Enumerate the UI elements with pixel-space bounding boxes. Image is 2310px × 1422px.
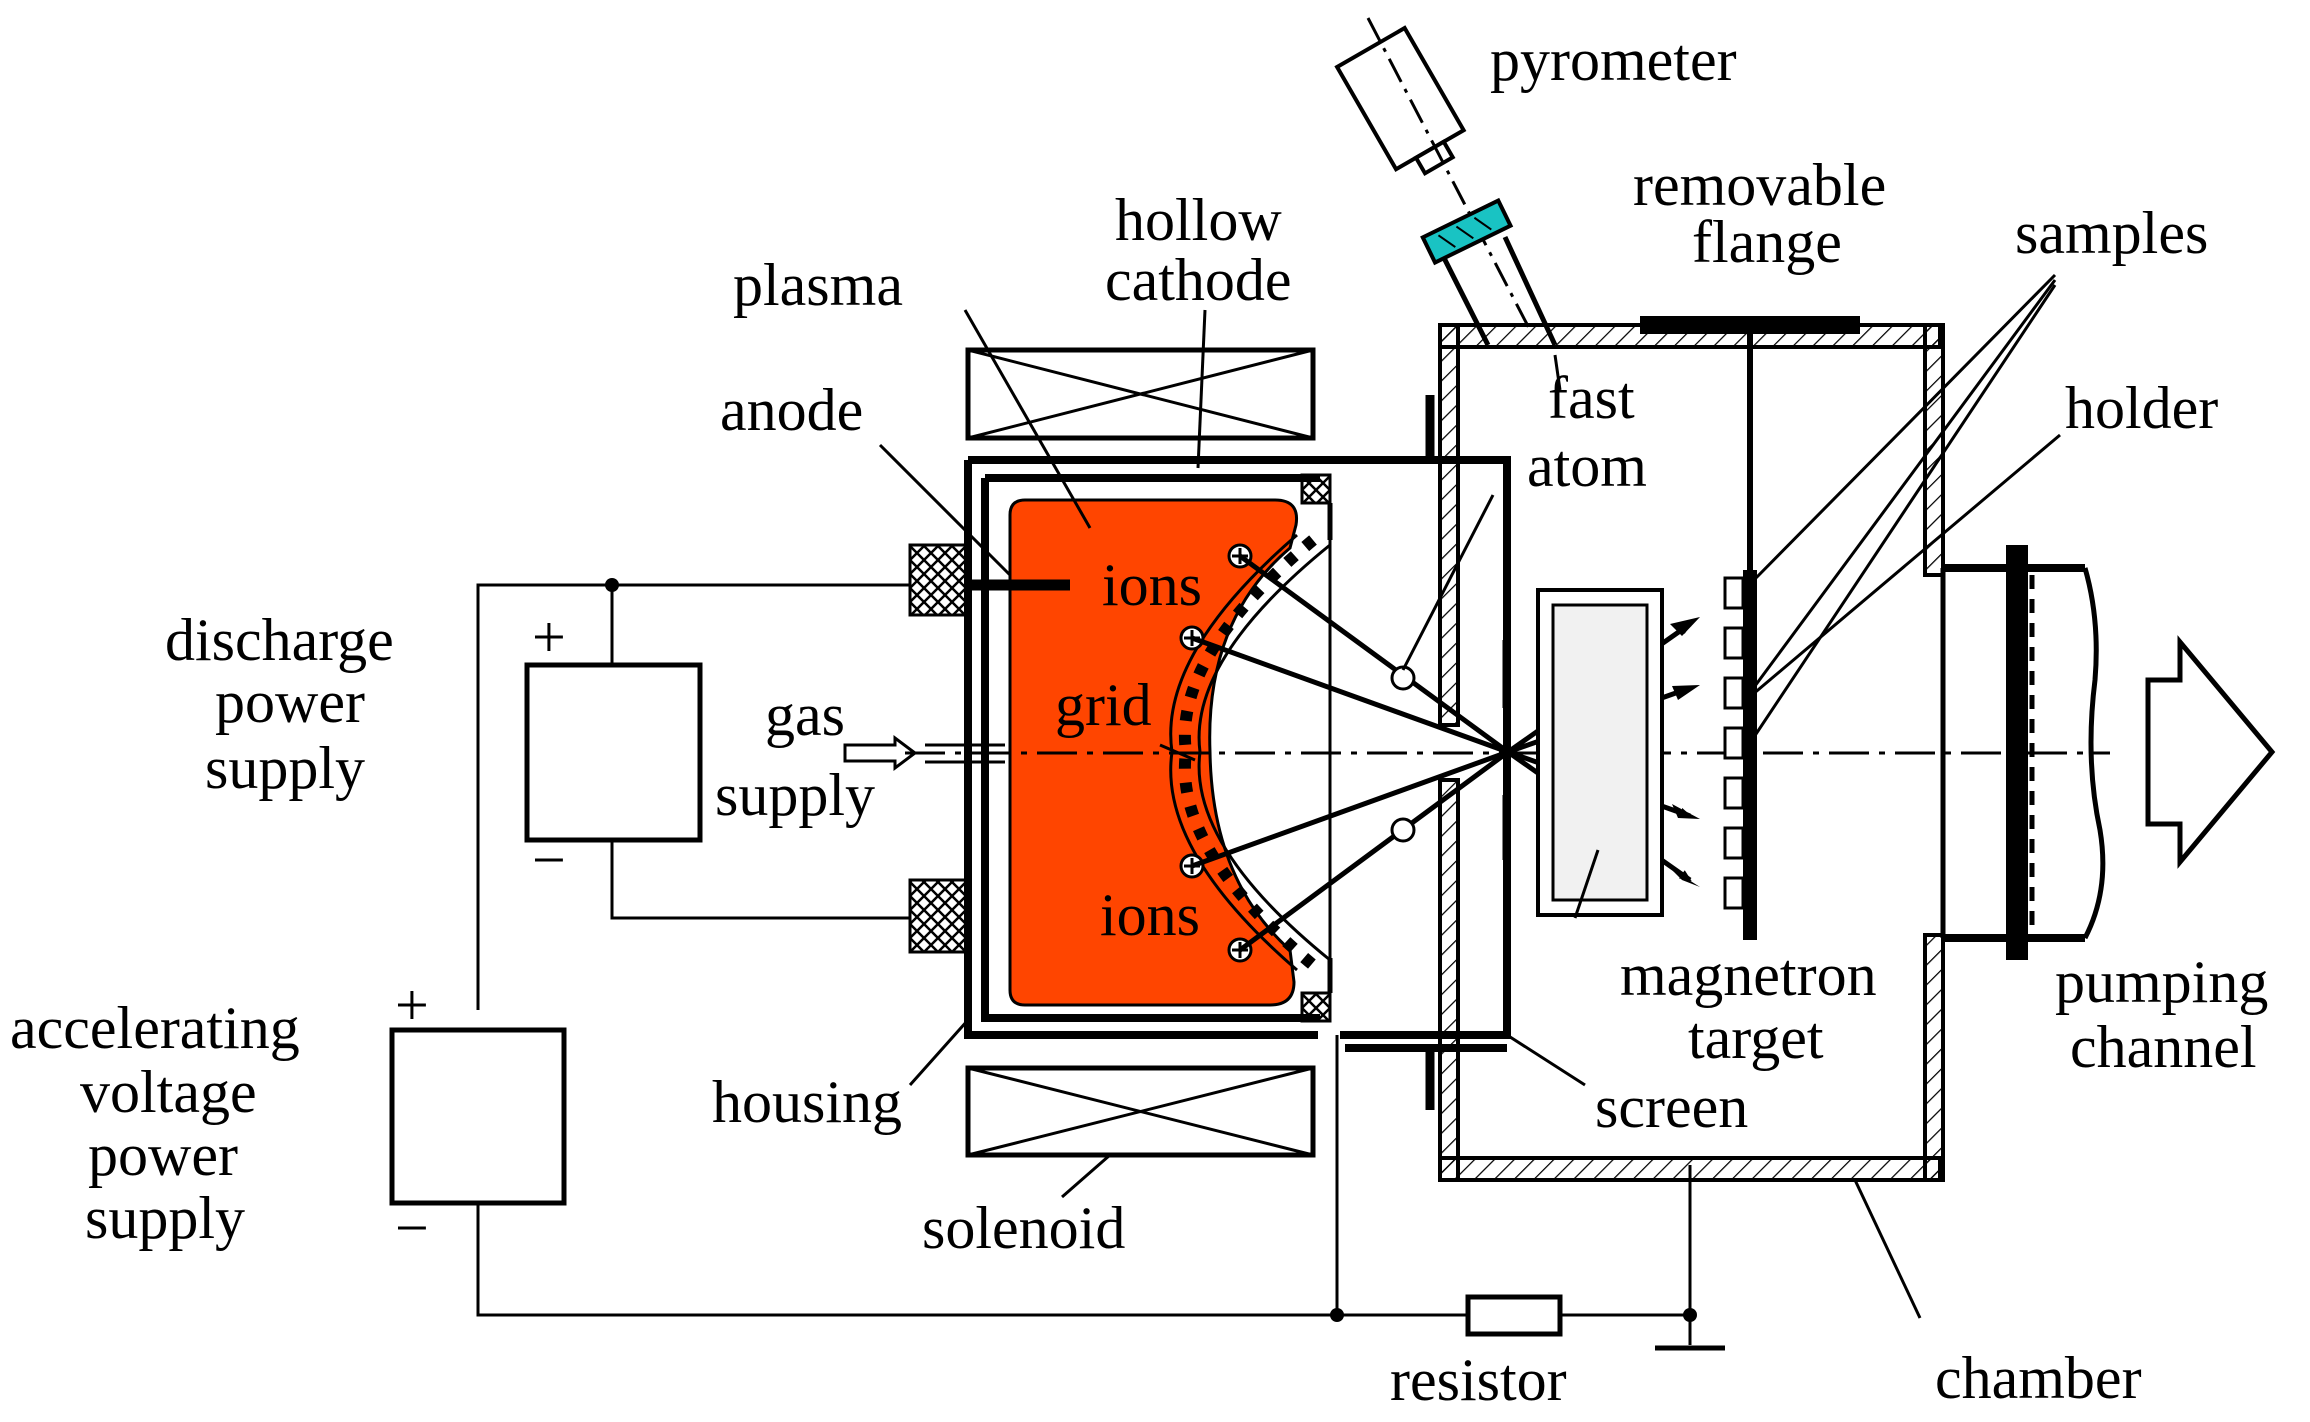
label-samples: samples — [2015, 200, 2208, 266]
label-solenoid: solenoid — [922, 1195, 1125, 1261]
gas-supply-tube — [843, 735, 1005, 771]
label-plus-discharge: + — [532, 604, 566, 670]
label-pyrometer: pyrometer — [1490, 27, 1737, 93]
label-gas-supply: supply — [715, 762, 875, 828]
label-plasma: plasma — [733, 252, 903, 318]
label-discharge-supply: supply — [205, 735, 365, 801]
label-accelerating: accelerating — [10, 995, 300, 1061]
accelerating-power-supply-box — [389, 1027, 567, 1206]
label-accel-power: power — [88, 1122, 238, 1188]
labels: pyrometer removable flange hollow cathod… — [10, 27, 2268, 1413]
label-anode: anode — [720, 377, 863, 443]
solenoid-top-coil — [965, 347, 1316, 441]
chamber — [1345, 323, 1945, 1182]
pumping-channel — [1940, 545, 2106, 960]
discharge-power-supply-box — [524, 662, 703, 843]
label-magnetron: magnetron — [1620, 942, 1877, 1008]
pyrometer — [1334, 17, 1532, 331]
label-holder: holder — [2065, 375, 2218, 441]
anode-insulator-bottom — [908, 878, 972, 954]
label-fast: fast — [1548, 365, 1635, 431]
circuit-wires — [476, 578, 1725, 1351]
label-gas: gas — [765, 682, 845, 748]
label-screen: screen — [1595, 1074, 1748, 1140]
label-pumping: pumping — [2055, 949, 2268, 1015]
pumping-arrow — [2145, 635, 2276, 869]
label-hollow: hollow — [1115, 187, 1282, 253]
label-accel-supply: supply — [85, 1185, 245, 1251]
resistor — [1465, 1294, 1563, 1337]
label-discharge-power: power — [215, 669, 365, 735]
sample-holder — [1723, 570, 1757, 940]
label-target: target — [1688, 1005, 1824, 1071]
label-atom: atom — [1527, 433, 1647, 499]
magnetron-target — [1536, 588, 1664, 917]
leader-lines — [878, 273, 2061, 1319]
label-chamber: chamber — [1935, 1345, 2142, 1411]
label-flange: flange — [1692, 209, 1842, 275]
label-ions-top: ions — [1102, 552, 1202, 618]
label-cathode: cathode — [1105, 247, 1292, 313]
label-discharge: discharge — [165, 607, 394, 673]
label-minus-discharge: − — [532, 827, 566, 893]
solenoid-bottom-coil — [965, 1065, 1316, 1158]
label-housing: housing — [712, 1069, 902, 1135]
label-voltage: voltage — [80, 1059, 257, 1125]
anode-insulator-top — [908, 543, 972, 617]
label-ions-bottom: ions — [1100, 882, 1200, 948]
label-resistor: resistor — [1390, 1347, 1567, 1413]
label-grid: grid — [1055, 672, 1152, 738]
label-channel: channel — [2070, 1014, 2257, 1080]
pyrometer-window — [1420, 197, 1558, 347]
label-removable: removable — [1633, 152, 1886, 218]
label-minus-accel: − — [395, 1195, 429, 1261]
label-plus-accel: + — [395, 972, 429, 1038]
